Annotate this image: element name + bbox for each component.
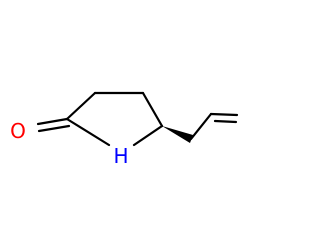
bond-carbonyl-double-2 (37, 124, 71, 133)
bond-nitrogen-to-carbonyl-c (65, 117, 111, 147)
bond-ring-c4-to-c5 (141, 91, 164, 128)
nitrogen-atom-label: H (113, 144, 128, 168)
bond-c5-to-nitrogen (132, 124, 164, 147)
stereo-wedge-bond (162, 126, 193, 143)
bond-ch2-to-ch (189, 112, 213, 141)
molecule-diagram: O H (10, 91, 239, 168)
bond-carbonyl-double-1 (36, 117, 69, 126)
bond-vinyl-double-1 (209, 112, 239, 117)
oxygen-atom-label: O (10, 119, 26, 143)
bond-vinyl-double-2 (213, 119, 238, 124)
bond-carbonyl-c-to-ring-c3 (65, 91, 97, 121)
structure-canvas: O H (10, 91, 239, 168)
